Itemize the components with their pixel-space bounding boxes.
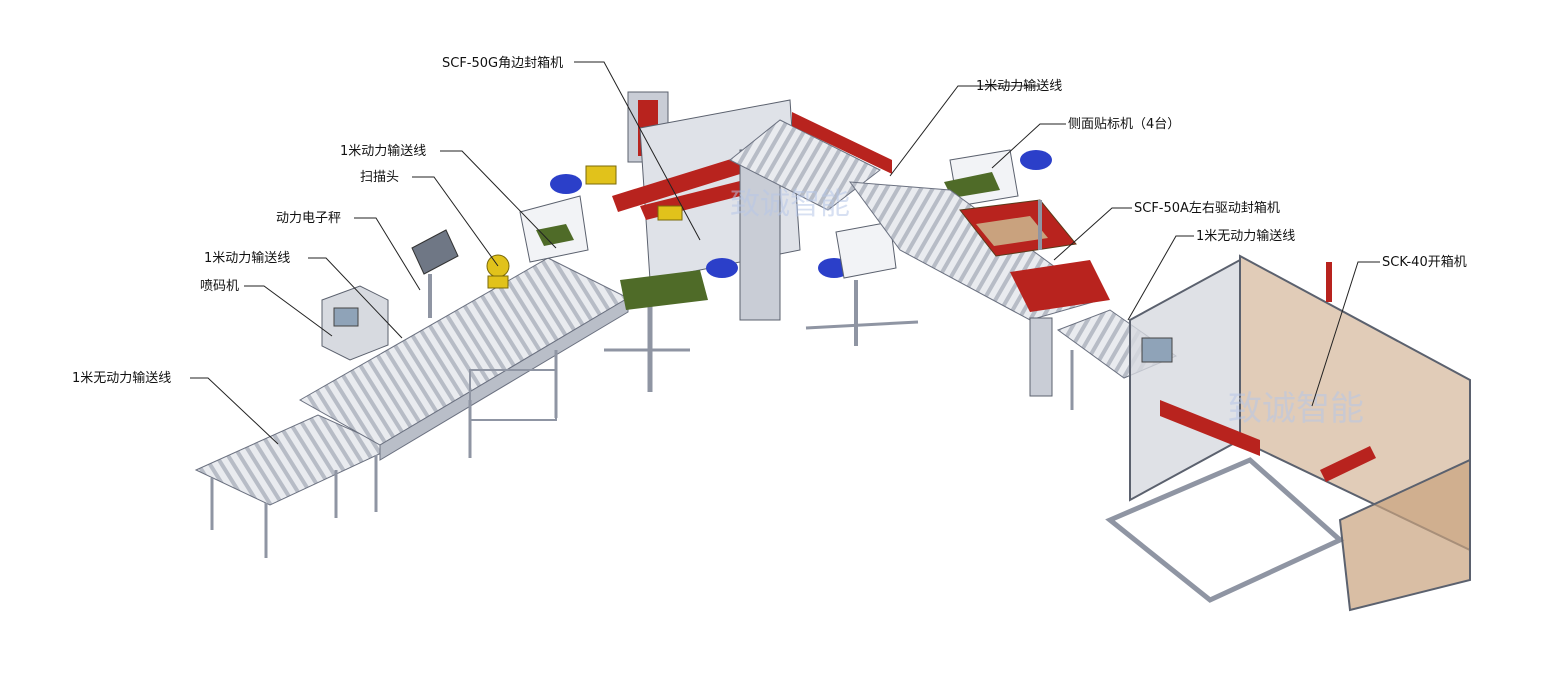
side-labeler-middle — [805, 149, 1052, 346]
electronic-scale — [411, 229, 459, 318]
callout-scanner: 扫描头 — [360, 170, 399, 185]
callout-unpowered-conveyor-left: 1米无动力输送线 — [72, 370, 171, 386]
unpowered-conveyor-left — [194, 414, 394, 558]
callout-powered-conveyor-top: 1米动力输送线 — [976, 78, 1062, 94]
powered-conveyor-left — [298, 257, 630, 512]
callout-side-labeler: 侧面贴标机（4台） — [1068, 117, 1180, 132]
callout-coder: 喷码机 — [200, 279, 239, 294]
callout-unpowered-conveyor-right: 1米无动力输送线 — [1196, 228, 1295, 244]
scanner-head — [486, 254, 510, 289]
watermark-center: 致诚智能 — [730, 187, 850, 222]
inkjet-coder — [321, 285, 389, 361]
callout-case-erector: SCK-40开箱机 — [1382, 254, 1467, 270]
callout-powered-conveyor-left: 1米动力输送线 — [340, 143, 426, 159]
watermark-right: 致诚智能 — [1228, 389, 1364, 429]
callout-scale: 动力电子秤 — [276, 211, 341, 226]
powered-conveyor-top — [729, 112, 892, 211]
left-right-drive-sealer — [959, 199, 1110, 397]
side-labeler-left — [519, 174, 690, 392]
callout-corner-sealer: SCF-50G角边封箱机 — [442, 55, 563, 71]
leader-lines — [190, 61, 1380, 445]
callout-powered-conveyor-mid: 1米动力输送线 — [204, 250, 290, 266]
case-erector — [1105, 254, 1471, 612]
callout-lr-sealer: SCF-50A左右驱动封箱机 — [1134, 200, 1280, 216]
